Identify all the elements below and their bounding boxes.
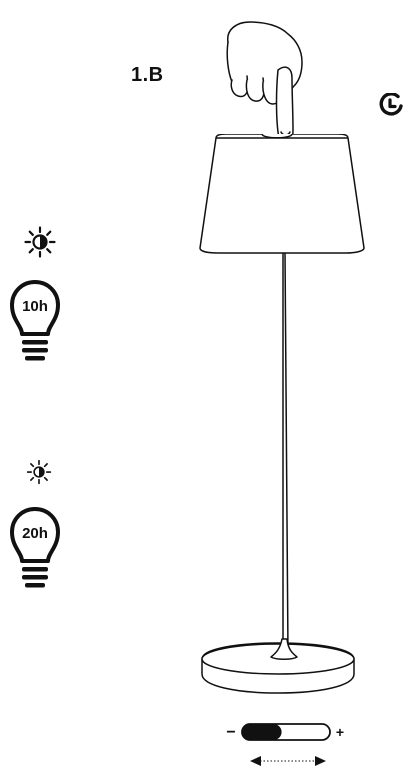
duration-label-high: 10h	[22, 298, 48, 315]
table-lamp-icon	[196, 134, 366, 696]
step-label: 1.B	[131, 64, 164, 87]
bulb-10h-icon: 10h	[8, 278, 63, 368]
dimmer-indicator: − +	[224, 719, 350, 767]
lamp-shade	[200, 134, 364, 253]
dimmer-fill	[242, 724, 282, 740]
dimmer-plus: +	[336, 724, 344, 740]
lamp-pole	[283, 252, 288, 655]
sun-low-brightness-icon	[26, 459, 52, 485]
dimmer-minus: −	[226, 724, 235, 741]
duration-label-low: 20h	[22, 525, 48, 542]
clock-icon	[378, 93, 403, 119]
bulb-20h-icon: 20h	[8, 505, 63, 595]
double-arrow-icon	[250, 756, 326, 766]
pointing-hand-icon	[218, 20, 308, 148]
sun-high-brightness-icon	[24, 226, 56, 258]
